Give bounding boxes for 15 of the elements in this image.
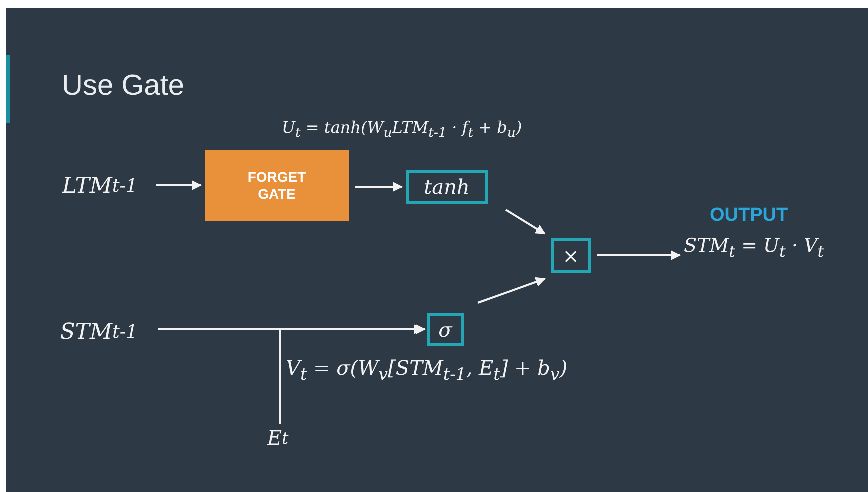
arrow	[279, 324, 426, 424]
arrow	[505, 209, 546, 235]
arrow	[597, 250, 681, 260]
arrow	[156, 180, 202, 190]
arrow	[478, 277, 546, 304]
gate-box: FORGET GATE	[205, 150, 349, 221]
operation-box: σ	[427, 313, 464, 346]
operation-box: ×	[551, 238, 591, 273]
formula-label: V$_{t}$ = σ(W$_{v}$[STM$_{t-1}$, E$_{t}$] + b$_{v}$)	[286, 356, 568, 384]
math-label: STM$_{t}$ = U$_{t}$ · V$_{t}$	[684, 235, 824, 261]
formula-label: U$_{t}$ = tanh(W$_{u}$LTM$_{t-1}$ · f$_{t}$ + b$_{u}$)	[282, 118, 522, 142]
slide-title: Use Gate	[62, 70, 184, 103]
output-heading: OUTPUT	[710, 205, 788, 227]
operation-box: tanh	[406, 170, 488, 204]
arrow	[355, 182, 403, 192]
